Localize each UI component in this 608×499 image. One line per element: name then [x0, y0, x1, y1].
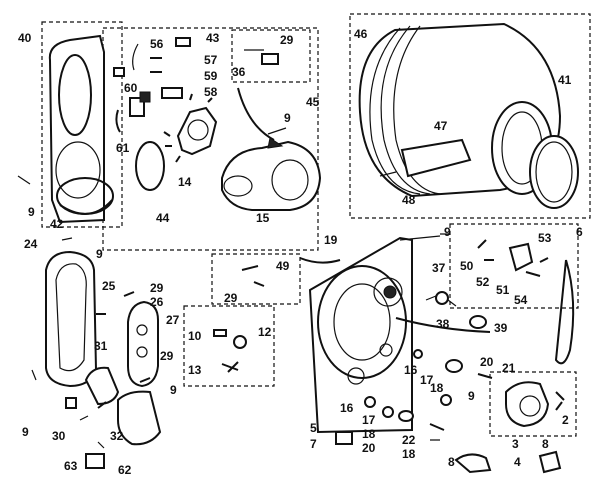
lower-hardware [335, 349, 493, 445]
callout-label: 15 [256, 211, 270, 225]
callout-label: 13 [188, 363, 202, 377]
callout-label: 17 [362, 413, 376, 427]
latch-parts [213, 265, 265, 373]
callout-label: 17 [420, 373, 434, 387]
callout-labels: 40 56 43 29 36 46 45 41 57 59 60 58 47 9… [18, 27, 583, 477]
callout-label: 59 [204, 69, 218, 83]
callout-label: 8 [542, 437, 549, 451]
callout-label: 6 [576, 225, 583, 239]
callout-label: 39 [494, 321, 508, 335]
blower-parts [135, 49, 322, 211]
callout-label: 9 [28, 205, 35, 219]
rear-panel-part [48, 34, 114, 224]
callout-label: 18 [362, 427, 376, 441]
callout-label: 60 [124, 81, 138, 95]
callout-label: 9 [444, 225, 451, 239]
callout-label: 40 [18, 31, 32, 45]
callout-label: 29 [224, 291, 238, 305]
idler-group-box [449, 223, 579, 309]
callout-label: 22 [402, 433, 416, 447]
callout-label: 7 [310, 437, 317, 451]
callout-label: 29 [160, 349, 174, 363]
callout-label: 25 [102, 279, 116, 293]
callout-label: 18 [402, 447, 416, 461]
callout-label: 14 [178, 175, 192, 189]
bracket-inset-box [211, 253, 301, 305]
callout-label: 18 [430, 381, 444, 395]
callout-label: 47 [434, 119, 448, 133]
callout-label: 21 [502, 361, 516, 375]
callout-label: 20 [480, 355, 494, 369]
motor-parts [454, 381, 565, 474]
callout-label: 44 [156, 211, 170, 225]
blower-screw-inset-box [231, 29, 311, 83]
callout-label: 2 [562, 413, 569, 427]
callout-label: 61 [116, 141, 130, 155]
blower-hardware [113, 37, 191, 133]
callout-label: 9 [284, 111, 291, 125]
callout-label: 3 [512, 437, 519, 451]
group-boxes [41, 13, 591, 437]
callout-label: 29 [150, 281, 164, 295]
callout-label: 30 [52, 429, 66, 443]
callout-label: 49 [276, 259, 290, 273]
callout-label: 19 [324, 233, 338, 247]
bulkhead-part [299, 235, 491, 434]
callout-label: 46 [354, 27, 368, 41]
callout-label: 8 [448, 455, 455, 469]
callout-label: 56 [150, 37, 164, 51]
callout-label: 26 [150, 295, 164, 309]
callout-label: 31 [94, 339, 108, 353]
callout-label: 9 [22, 425, 29, 439]
callout-label: 20 [362, 441, 376, 455]
rear-panel-left-box [41, 21, 123, 228]
callout-label: 27 [166, 313, 180, 327]
callout-label: 9 [96, 247, 103, 261]
callout-label: 9 [170, 383, 177, 397]
callout-label: 58 [204, 85, 218, 99]
callout-label: 36 [232, 65, 246, 79]
callout-label: 38 [436, 317, 450, 331]
callout-label: 4 [514, 455, 521, 469]
callout-label: 12 [258, 325, 272, 339]
callout-label: 53 [538, 231, 552, 245]
callout-label: 51 [496, 283, 510, 297]
callout-label: 48 [402, 193, 416, 207]
callout-label: 16 [404, 363, 418, 377]
callout-label: 54 [514, 293, 528, 307]
callout-label: 24 [24, 237, 38, 251]
front-left-parts [45, 250, 162, 469]
callout-label: 9 [468, 389, 475, 403]
callout-label: 50 [460, 259, 474, 273]
idler-belt-parts [425, 239, 575, 365]
callout-label: 10 [188, 329, 202, 343]
latch-inset-box [183, 305, 275, 387]
callout-label: 37 [432, 261, 446, 275]
callout-label: 32 [110, 429, 124, 443]
callout-label: 29 [280, 33, 294, 47]
leader-lines [17, 175, 450, 449]
callout-label: 43 [206, 31, 220, 45]
callout-label: 52 [476, 275, 490, 289]
motor-group-box [489, 371, 577, 437]
callout-label: 57 [204, 53, 218, 67]
drum-parts [358, 22, 579, 209]
callout-label: 5 [310, 421, 317, 435]
callout-label: 41 [558, 73, 572, 87]
callout-label: 42 [50, 217, 64, 231]
callout-label: 16 [340, 401, 354, 415]
callout-label: 63 [64, 459, 78, 473]
callout-label: 45 [306, 95, 320, 109]
drum-group-box [349, 13, 591, 219]
callout-label: 62 [118, 463, 132, 477]
